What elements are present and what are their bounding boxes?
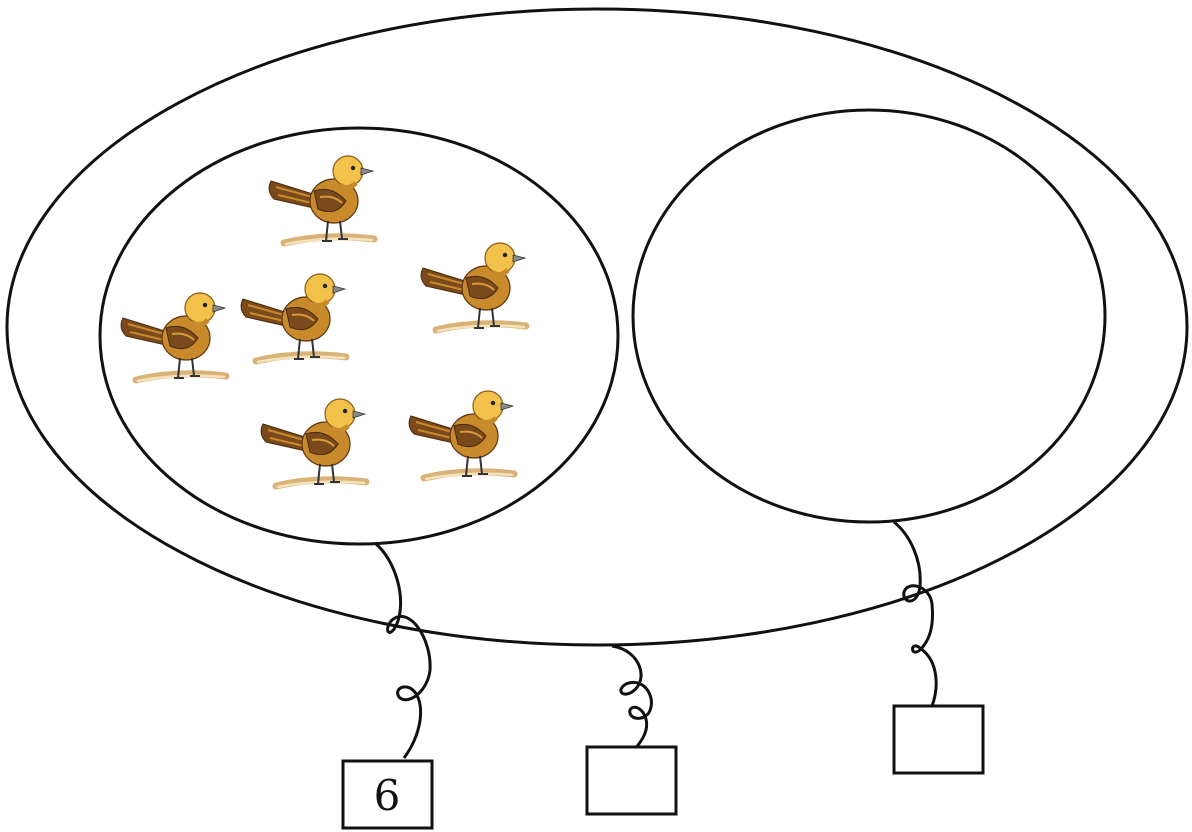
left-subset-circle xyxy=(98,126,620,546)
bird-icon xyxy=(269,156,374,244)
bird-icon xyxy=(261,399,366,487)
outer-set-ellipse xyxy=(5,7,1189,647)
right-subset-circle xyxy=(631,108,1107,524)
left-string xyxy=(374,542,432,759)
bird-icon xyxy=(241,274,346,362)
bird-icon xyxy=(409,391,514,479)
left-subset-box-value: 6 xyxy=(374,771,401,820)
bird-icon xyxy=(121,293,226,381)
whole-set-box[interactable] xyxy=(585,745,678,816)
right-subset-box[interactable] xyxy=(892,704,985,775)
left-subset-box[interactable] xyxy=(341,759,434,830)
bird-icon xyxy=(421,243,526,331)
right-string xyxy=(893,520,938,707)
middle-string xyxy=(611,644,653,749)
